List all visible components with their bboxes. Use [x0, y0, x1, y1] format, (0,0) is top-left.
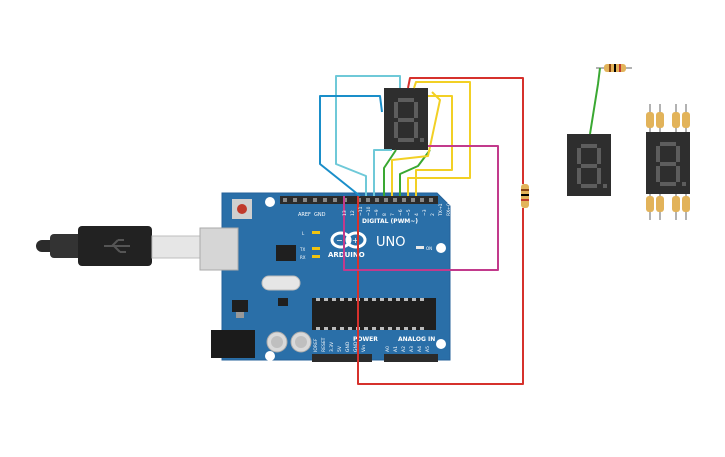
arduino-logo: − + [330, 231, 367, 249]
wire-red-top[interactable] [407, 77, 524, 184]
svg-text:+: + [352, 236, 359, 245]
wire-light-blue[interactable] [335, 75, 401, 196]
pin-label-digital-10: ~3 [422, 209, 428, 216]
pin-label-power-5: GND [353, 341, 359, 352]
svg-text:−: − [336, 236, 343, 245]
resistor-top[interactable] [596, 64, 632, 72]
pin-label-digital-0: 13 [342, 210, 348, 216]
pin-label-digital-8: ~5 [406, 209, 412, 216]
pin-label-digital-6: 7 [390, 213, 396, 216]
power-label: POWER [353, 336, 378, 343]
pin-label-digital-11: 2 [430, 213, 436, 216]
pin-label-analog-5: A5 [425, 346, 431, 352]
pin-label-power-6: Vin [361, 345, 367, 352]
led-tx-label: TX [299, 247, 305, 252]
power-header [312, 354, 372, 362]
wire-green-2[interactable] [399, 149, 431, 196]
brand-label: ARDUINO [328, 251, 365, 259]
seven-segment-display-main[interactable] [384, 88, 428, 150]
wire-magenta[interactable] [343, 145, 499, 271]
pin-label-power-0: IOREF [313, 338, 319, 352]
resistor-vertical[interactable] [521, 184, 529, 208]
pin-label-analog-1: A1 [393, 346, 399, 352]
analog-label: ANALOG IN [398, 336, 435, 343]
pin-label-power-3: 5V [337, 345, 343, 352]
seven-segment-display-right-2[interactable] [646, 104, 690, 220]
usb-cable[interactable] [36, 226, 203, 266]
digital-label: DIGITAL (PWM~) [362, 218, 418, 225]
wire-light-blue-2[interactable] [373, 149, 392, 196]
usb-icon [104, 239, 130, 253]
power-jack [211, 330, 255, 358]
wire-yellow-1[interactable] [391, 91, 441, 196]
seven-segment-display-right-1[interactable] [567, 134, 611, 196]
analog-header [384, 354, 438, 362]
atmega-chip [312, 298, 436, 330]
wire-yellow-2[interactable] [407, 81, 471, 196]
pin-label-digital-9: 4 [414, 213, 420, 216]
pin-label-digital-4: ~9 [374, 209, 380, 216]
usb-port [199, 227, 239, 271]
wire-yellow-3[interactable] [415, 95, 453, 196]
led-l-label: L [302, 231, 305, 236]
pin-label-digital-2: ~11 [358, 206, 364, 216]
pin-label-analog-0: A0 [385, 346, 391, 352]
pin-label-analog-4: A4 [417, 346, 423, 352]
pin-label-digital-13: RX←0 [446, 203, 452, 216]
wire-red-gnd[interactable] [357, 196, 524, 385]
gnd-label: GND [314, 212, 326, 218]
pin-label-digital-1: 12 [350, 210, 356, 216]
pin-label-power-1: RESET [321, 337, 327, 352]
wire-blue[interactable] [319, 95, 383, 197]
aref-label: AREF [298, 212, 311, 218]
pin-label-power-4: GND [345, 341, 351, 352]
model-label: UNO [376, 235, 405, 250]
pin-label-power-2: 3.3V [329, 341, 335, 352]
arduino-uno-board[interactable]: AREF GND DIGITAL (PWM~) − + UNO ARDUINO … [199, 192, 451, 362]
led-on-label: ON [426, 246, 432, 251]
led-rx-label: RX [300, 255, 306, 260]
pin-label-digital-3: ~10 [366, 206, 372, 216]
wire-green-resistor[interactable] [589, 67, 601, 135]
pin-label-digital-5: 8 [382, 213, 388, 216]
pin-label-digital-7: ~6 [398, 209, 404, 216]
pin-label-digital-12: TX→1 [438, 203, 444, 217]
pin-label-analog-3: A3 [409, 346, 415, 352]
wire-green-1[interactable] [383, 149, 397, 196]
pin-label-analog-2: A2 [401, 346, 407, 352]
